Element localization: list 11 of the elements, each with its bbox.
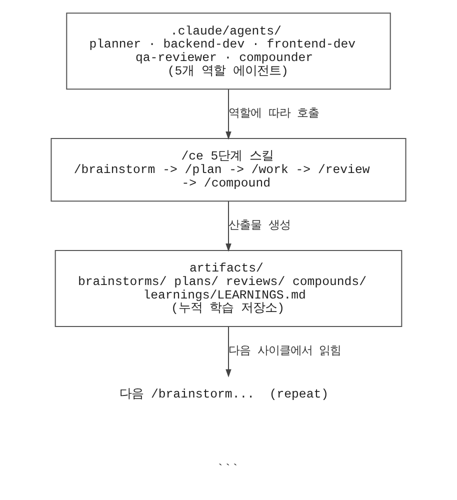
arrow: [226, 326, 232, 377]
node-box: /ce 5단계 스킬 /brainstorm -> /plan -> /work -> /review -> /compound: [50, 137, 406, 202]
edge-label: 산출물 생성: [228, 220, 290, 232]
node-text: 다음 /brainstorm... (repeat): [120, 387, 329, 402]
edge-label: 역할에 따라 호출: [228, 108, 320, 120]
node-box: .claude/agents/ planner · backend-dev · frontend-dev qa-reviewer · compounder (5개 역할 에이전트): [66, 12, 391, 90]
edge-label: 다음 사이클에서 읽힘: [228, 346, 342, 358]
arrow: [226, 88, 232, 140]
node-box: artifacts/ brainstorms/ plans/ reviews/ compounds/ learnings/LEARNINGS.md (누적 학습 저장소): [54, 249, 402, 327]
arrow: [226, 200, 232, 252]
label: ```: [216, 462, 239, 476]
